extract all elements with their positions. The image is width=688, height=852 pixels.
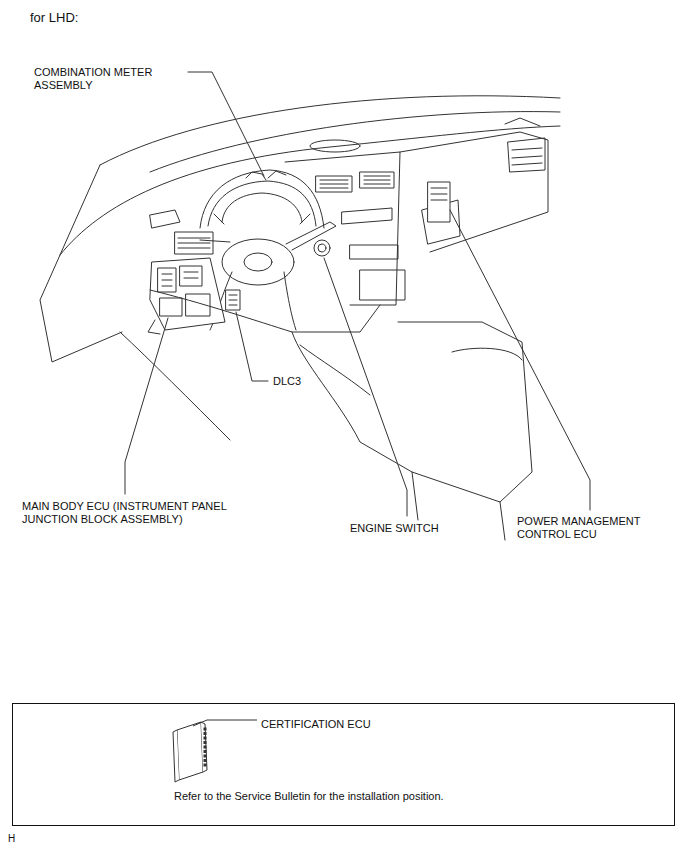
windshield-part <box>310 140 360 152</box>
note-box: CERTIFICATION ECU Refer to the Service Bu… <box>12 703 675 826</box>
center-stack-part <box>364 176 390 184</box>
main-body-ecu-part <box>150 258 225 330</box>
right-dash-part <box>400 132 548 252</box>
ecu-icon <box>173 722 207 782</box>
engine-switch-part <box>318 244 326 252</box>
combination-meter-part <box>268 171 286 178</box>
ecu-pin <box>204 751 206 753</box>
power-management-ecu <box>428 182 450 222</box>
center-stack-part <box>342 208 392 224</box>
leader-lines <box>125 72 590 516</box>
main-body-ecu-part <box>162 272 198 286</box>
windshield <box>60 96 560 255</box>
windshield-part <box>150 112 560 172</box>
lower-dash-console-part <box>300 345 370 395</box>
part-name: POWER MANAGEMENT CONTROL ECU <box>517 515 657 541</box>
dlc3-part <box>229 295 237 305</box>
center-stack-part <box>360 172 394 188</box>
ecu-case <box>173 730 179 782</box>
main-body-ecu-part <box>160 298 182 316</box>
ecu-pin <box>204 746 206 748</box>
main-body-ecu <box>148 258 225 334</box>
combination-meter-part <box>200 170 324 228</box>
center-stack-part <box>350 245 398 259</box>
leader-lines-part <box>125 318 168 494</box>
combination-meter-part <box>214 214 310 224</box>
right-dash <box>400 132 548 252</box>
ecu-pin <box>204 755 206 757</box>
main-body-ecu-part <box>180 266 202 286</box>
power-management-ecu-part <box>428 182 450 222</box>
main-body-ecu-part <box>148 320 160 334</box>
left-dash-part <box>40 255 122 362</box>
center-stack-part <box>360 270 405 300</box>
center-stack-part <box>316 176 352 192</box>
ecu-pin <box>204 742 206 744</box>
part-name: MAIN BODY ECU (INSTRUMENT PANEL JUNCTION… <box>22 500 257 526</box>
left-dash-part <box>178 238 210 248</box>
part-name: ENGINE SWITCH <box>350 522 439 535</box>
right-dash-part <box>512 148 542 165</box>
ecu-pin <box>204 733 206 735</box>
windshield-part <box>505 118 540 126</box>
leader-line <box>193 720 257 726</box>
leader-lines-part <box>236 312 268 381</box>
leader-lines-part <box>450 210 590 510</box>
ecu-pin <box>204 764 206 766</box>
figure-code: H <box>8 832 15 845</box>
combination-meter-part <box>222 193 302 222</box>
lower-dash-console-part <box>452 348 522 360</box>
part-name: DLC3 <box>273 375 301 388</box>
center-stack-part <box>285 152 400 305</box>
right-dash-part <box>508 138 545 172</box>
engine-switch <box>314 240 330 256</box>
engine-switch-part <box>314 240 330 256</box>
windshield-part <box>60 126 560 255</box>
part-name: COMBINATION METER ASSEMBLY <box>34 66 169 92</box>
ecu-pin <box>204 728 206 730</box>
steering-wheel-part <box>244 253 272 271</box>
left-dash <box>40 210 213 362</box>
steering-wheel-part <box>222 239 294 285</box>
center-stack-part <box>320 180 348 188</box>
view-note: for LHD: <box>30 11 78 24</box>
power-management-ecu-part <box>431 188 447 200</box>
note-text: Refer to the Service Bulletin for the in… <box>174 790 444 803</box>
ecu-case <box>177 722 203 780</box>
lower-dash-console-part <box>150 290 380 332</box>
left-dash-part <box>150 210 180 228</box>
combination-meter <box>200 170 324 228</box>
center-stack <box>285 152 405 305</box>
part-name: CERTIFICATION ECU <box>261 718 371 731</box>
left-dash-part <box>175 232 213 254</box>
combination-meter-part <box>208 181 316 226</box>
leader-lines-part <box>188 72 264 176</box>
dlc3-part <box>226 290 240 310</box>
dlc3 <box>226 290 240 310</box>
ecu-pin <box>204 760 206 762</box>
ecu-case <box>201 722 207 772</box>
leader-lines-part <box>324 258 407 516</box>
ecu-pin <box>204 737 206 739</box>
windshield-part <box>60 165 100 255</box>
